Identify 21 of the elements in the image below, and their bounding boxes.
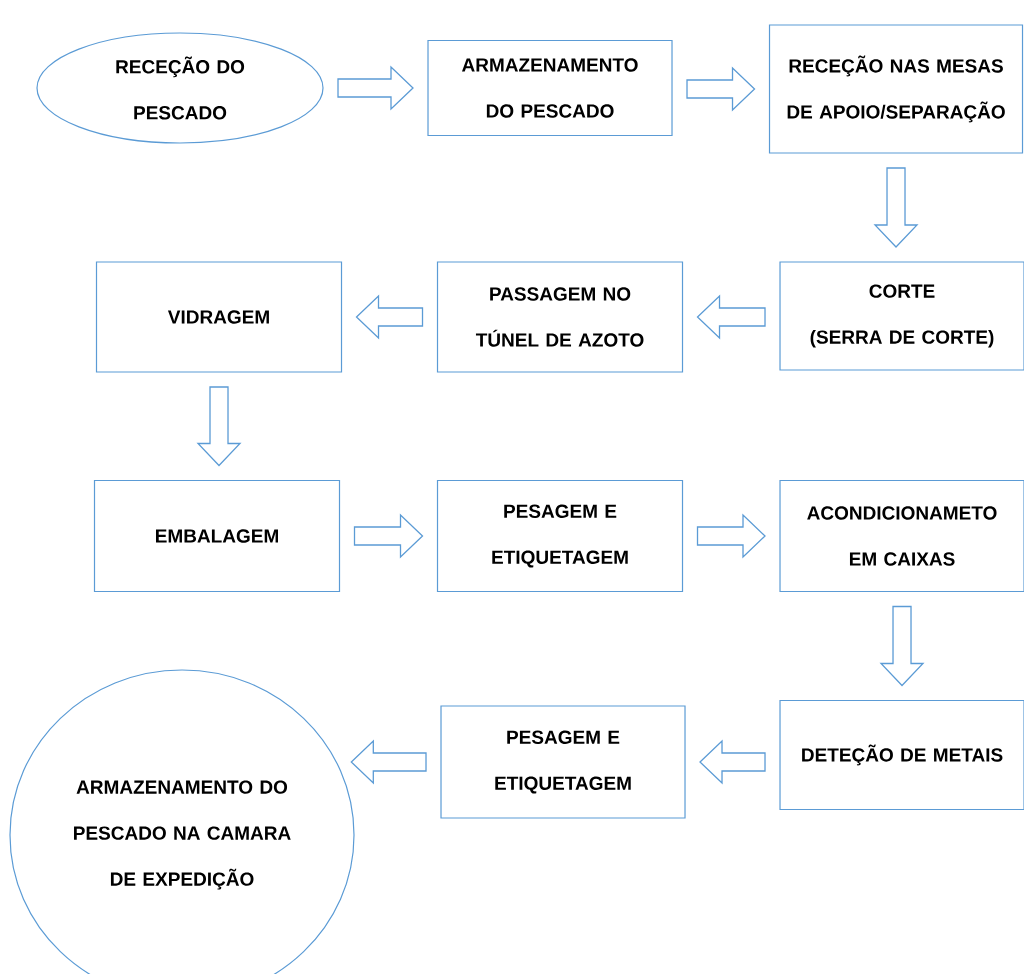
block-arrow — [696, 294, 766, 340]
block-arrow — [696, 513, 766, 559]
block-arrow — [873, 167, 919, 248]
block-arrow — [353, 513, 424, 559]
process-box: DETEÇÃO DE METAIS — [779, 699, 1024, 811]
process-box: ARMAZENAMENTO DO PESCADO — [427, 39, 673, 137]
process-box: PASSAGEM NO TÚNEL DE AZOTO — [436, 261, 684, 373]
process-box: CORTE (SERRA DE CORTE) — [779, 261, 1024, 371]
process-box: VIDRAGEM — [95, 261, 343, 373]
process-box: PESAGEM E ETIQUETAGEM — [440, 705, 686, 819]
process-box: ACONDICIONAMETO EM CAIXAS — [779, 479, 1024, 593]
block-arrow — [879, 605, 925, 687]
block-arrow — [196, 386, 242, 467]
block-arrow — [337, 65, 414, 111]
process-box: EMBALAGEM — [93, 479, 341, 593]
block-arrow — [699, 739, 766, 785]
process-box: RECEÇÃO NAS MESAS DE APOIO/SEPARAÇÃO — [768, 24, 1024, 154]
block-arrow — [350, 739, 427, 785]
process-box: PESAGEM E ETIQUETAGEM — [436, 479, 684, 593]
block-arrow — [686, 66, 756, 112]
block-arrow — [355, 294, 424, 340]
